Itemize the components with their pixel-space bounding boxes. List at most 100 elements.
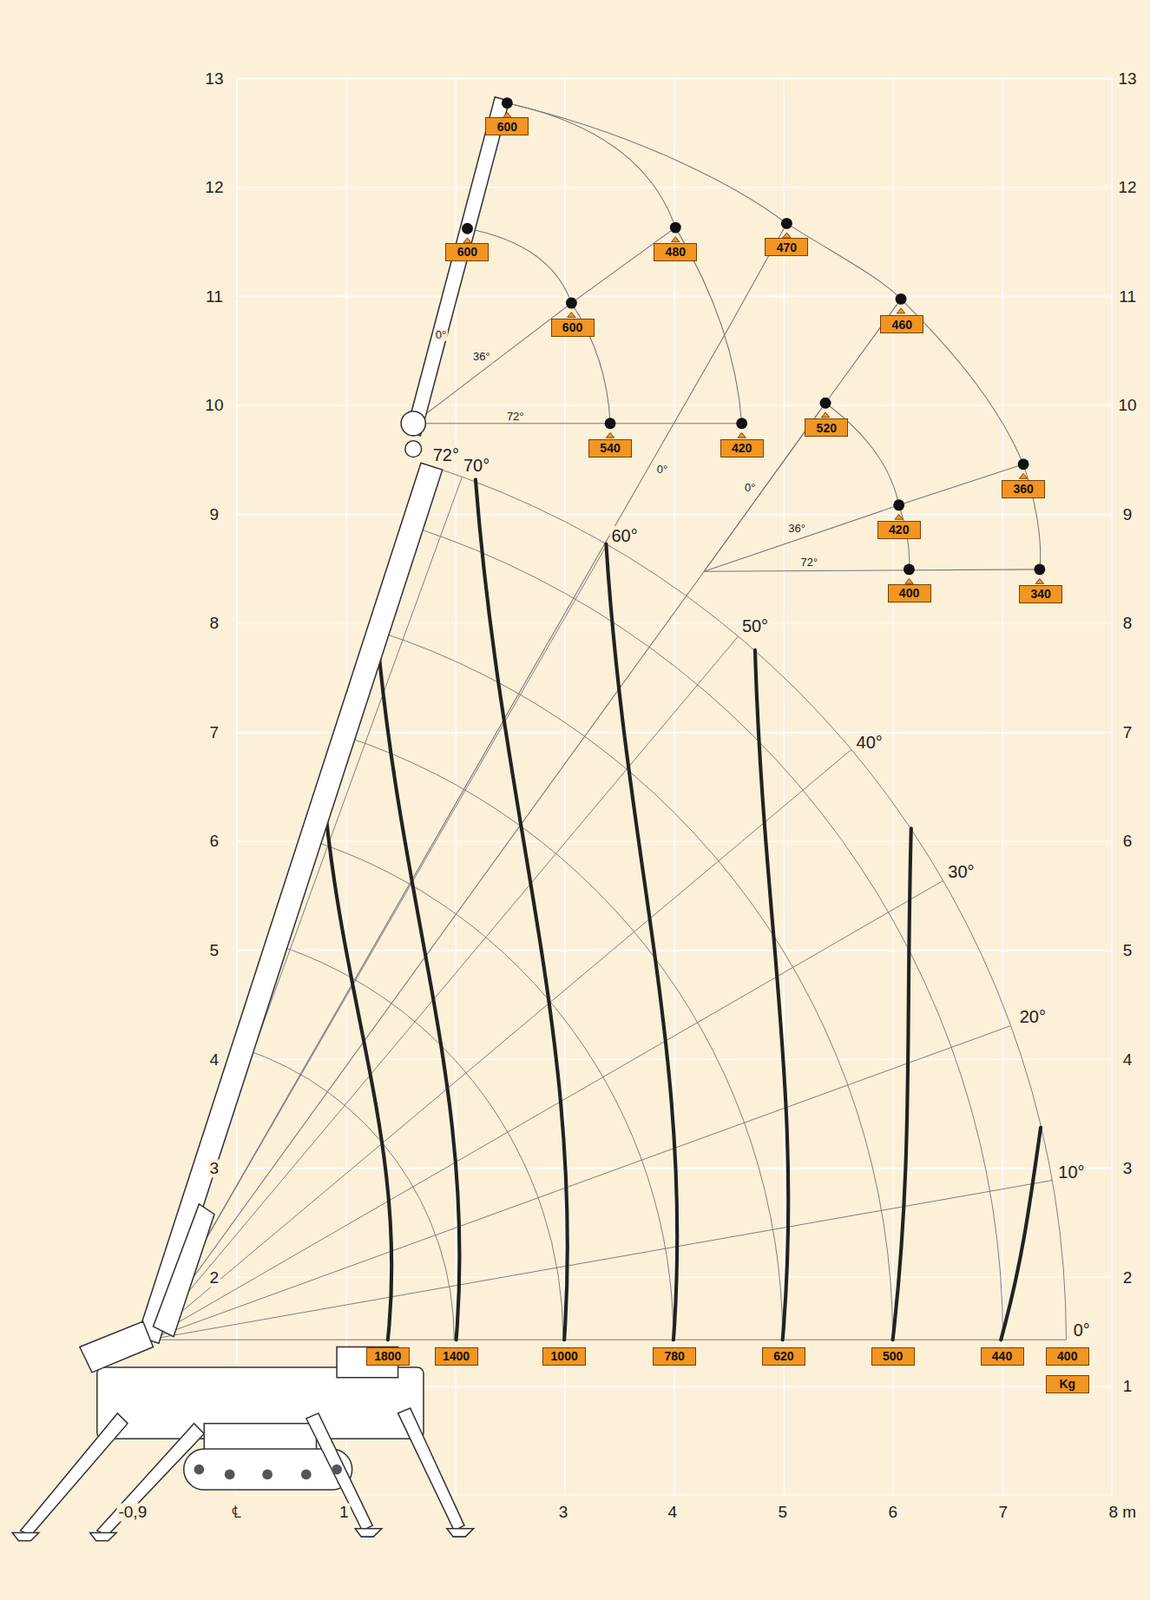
axis-label: 8 <box>208 614 222 633</box>
load-box: Kg <box>1045 1374 1090 1394</box>
angle-label: 36° <box>471 350 493 363</box>
load-box: 600 <box>445 243 489 262</box>
axis-label: 4 <box>208 1050 222 1069</box>
load-value: 520 <box>816 421 837 434</box>
pointer <box>671 236 680 243</box>
pointer <box>821 412 829 418</box>
radius-arc <box>310 840 674 1341</box>
pointer <box>737 432 746 438</box>
axis-label: 7 <box>996 1503 1010 1522</box>
angle-label: 36° <box>786 522 808 535</box>
angle-label: 0° <box>433 328 448 341</box>
load-box: 440 <box>980 1347 1025 1366</box>
load-value: 600 <box>562 321 583 334</box>
axis-label: 1 <box>1121 1377 1135 1396</box>
axis-label: 12 <box>1117 178 1139 198</box>
load-box: 470 <box>764 237 809 257</box>
load-box: 600 <box>485 117 529 136</box>
grid-line <box>236 404 1112 406</box>
load-value: 600 <box>497 120 518 133</box>
load-box: 600 <box>551 318 595 337</box>
grid-line <box>236 949 1112 951</box>
axis-label: 3 <box>557 1503 571 1522</box>
grid-line <box>236 78 237 1495</box>
axis-label: 5 <box>775 1503 789 1522</box>
load-value: 440 <box>992 1349 1012 1362</box>
grid-line <box>345 78 347 1495</box>
radius-arc <box>378 630 894 1340</box>
pointer <box>605 432 614 438</box>
radius-arc <box>243 1048 455 1340</box>
load-point <box>501 97 513 109</box>
angle-label: 0° <box>1071 1320 1092 1340</box>
axis-label: 7 <box>208 722 222 742</box>
load-value: 620 <box>773 1349 794 1362</box>
axis-label: 6 <box>208 832 222 851</box>
grid-line <box>236 295 1112 297</box>
axis-label: 10 <box>203 396 225 415</box>
load-value: 1000 <box>551 1349 579 1362</box>
radius-arc <box>276 944 564 1340</box>
axis-label: 8 m <box>1106 1503 1138 1522</box>
load-box: 540 <box>588 439 632 458</box>
load-value: 480 <box>665 245 686 258</box>
angle-label: 10° <box>1056 1162 1086 1182</box>
axis-label: 11 <box>1117 287 1138 306</box>
axis-label: 10 <box>1117 396 1139 415</box>
load-value: 540 <box>599 441 620 454</box>
axis-label: 13 <box>1117 69 1139 88</box>
axis-label: 7 <box>1121 722 1135 742</box>
axis-label: 2 <box>208 1268 222 1287</box>
radius-arc <box>412 526 1004 1341</box>
load-box: 500 <box>871 1347 915 1366</box>
pointer <box>896 308 905 314</box>
angle-label: 0° <box>655 463 670 476</box>
load-point <box>781 217 793 230</box>
grid-line <box>236 1494 1112 1496</box>
grid-line <box>236 841 1112 842</box>
axis-label: 13 <box>203 69 225 88</box>
load-point <box>903 563 915 575</box>
angle-label: 50° <box>740 616 770 636</box>
load-curve <box>475 479 568 1340</box>
angle-line <box>148 1180 1053 1341</box>
pointer <box>567 312 576 318</box>
axis-label: 6 <box>1121 832 1135 851</box>
load-value: Kg <box>1058 1377 1076 1390</box>
grid-line <box>1002 78 1004 1495</box>
load-box: 420 <box>720 439 764 458</box>
load-point <box>670 222 682 234</box>
load-box: 420 <box>877 520 921 539</box>
pointer <box>463 237 472 244</box>
load-box: 1400 <box>434 1347 479 1366</box>
load-box: 1000 <box>542 1347 586 1366</box>
load-box: 620 <box>762 1347 806 1366</box>
axis-label: ℄ <box>230 1503 244 1522</box>
axis-label: 11 <box>203 287 225 306</box>
axis-label: 4 <box>665 1503 679 1522</box>
axis-label: 2 <box>1121 1268 1135 1287</box>
load-point <box>893 499 905 511</box>
load-box: 400 <box>1045 1347 1090 1366</box>
grid-line <box>236 731 1112 733</box>
axis-label: -0,9 <box>116 1503 149 1522</box>
pointer <box>905 578 914 584</box>
load-point <box>565 297 578 309</box>
axis-label: 6 <box>886 1503 900 1522</box>
load-value: 470 <box>776 241 797 254</box>
axis-label: 12 <box>203 178 225 198</box>
load-value: 340 <box>1031 587 1052 600</box>
load-box: 340 <box>1018 584 1063 604</box>
angle-label: 60° <box>609 525 639 546</box>
angle-label: 72° <box>798 556 820 569</box>
load-box: 460 <box>880 315 924 334</box>
axis-label: 3 <box>208 1159 222 1178</box>
angle-line <box>148 1025 1012 1340</box>
load-value: 500 <box>882 1349 903 1362</box>
load-curve <box>605 543 677 1340</box>
angle-label: 40° <box>854 732 885 752</box>
axis-label: 9 <box>208 505 222 524</box>
grid-line <box>236 78 1112 79</box>
axis-label: 4 <box>1121 1050 1135 1069</box>
pointer <box>1018 473 1027 479</box>
